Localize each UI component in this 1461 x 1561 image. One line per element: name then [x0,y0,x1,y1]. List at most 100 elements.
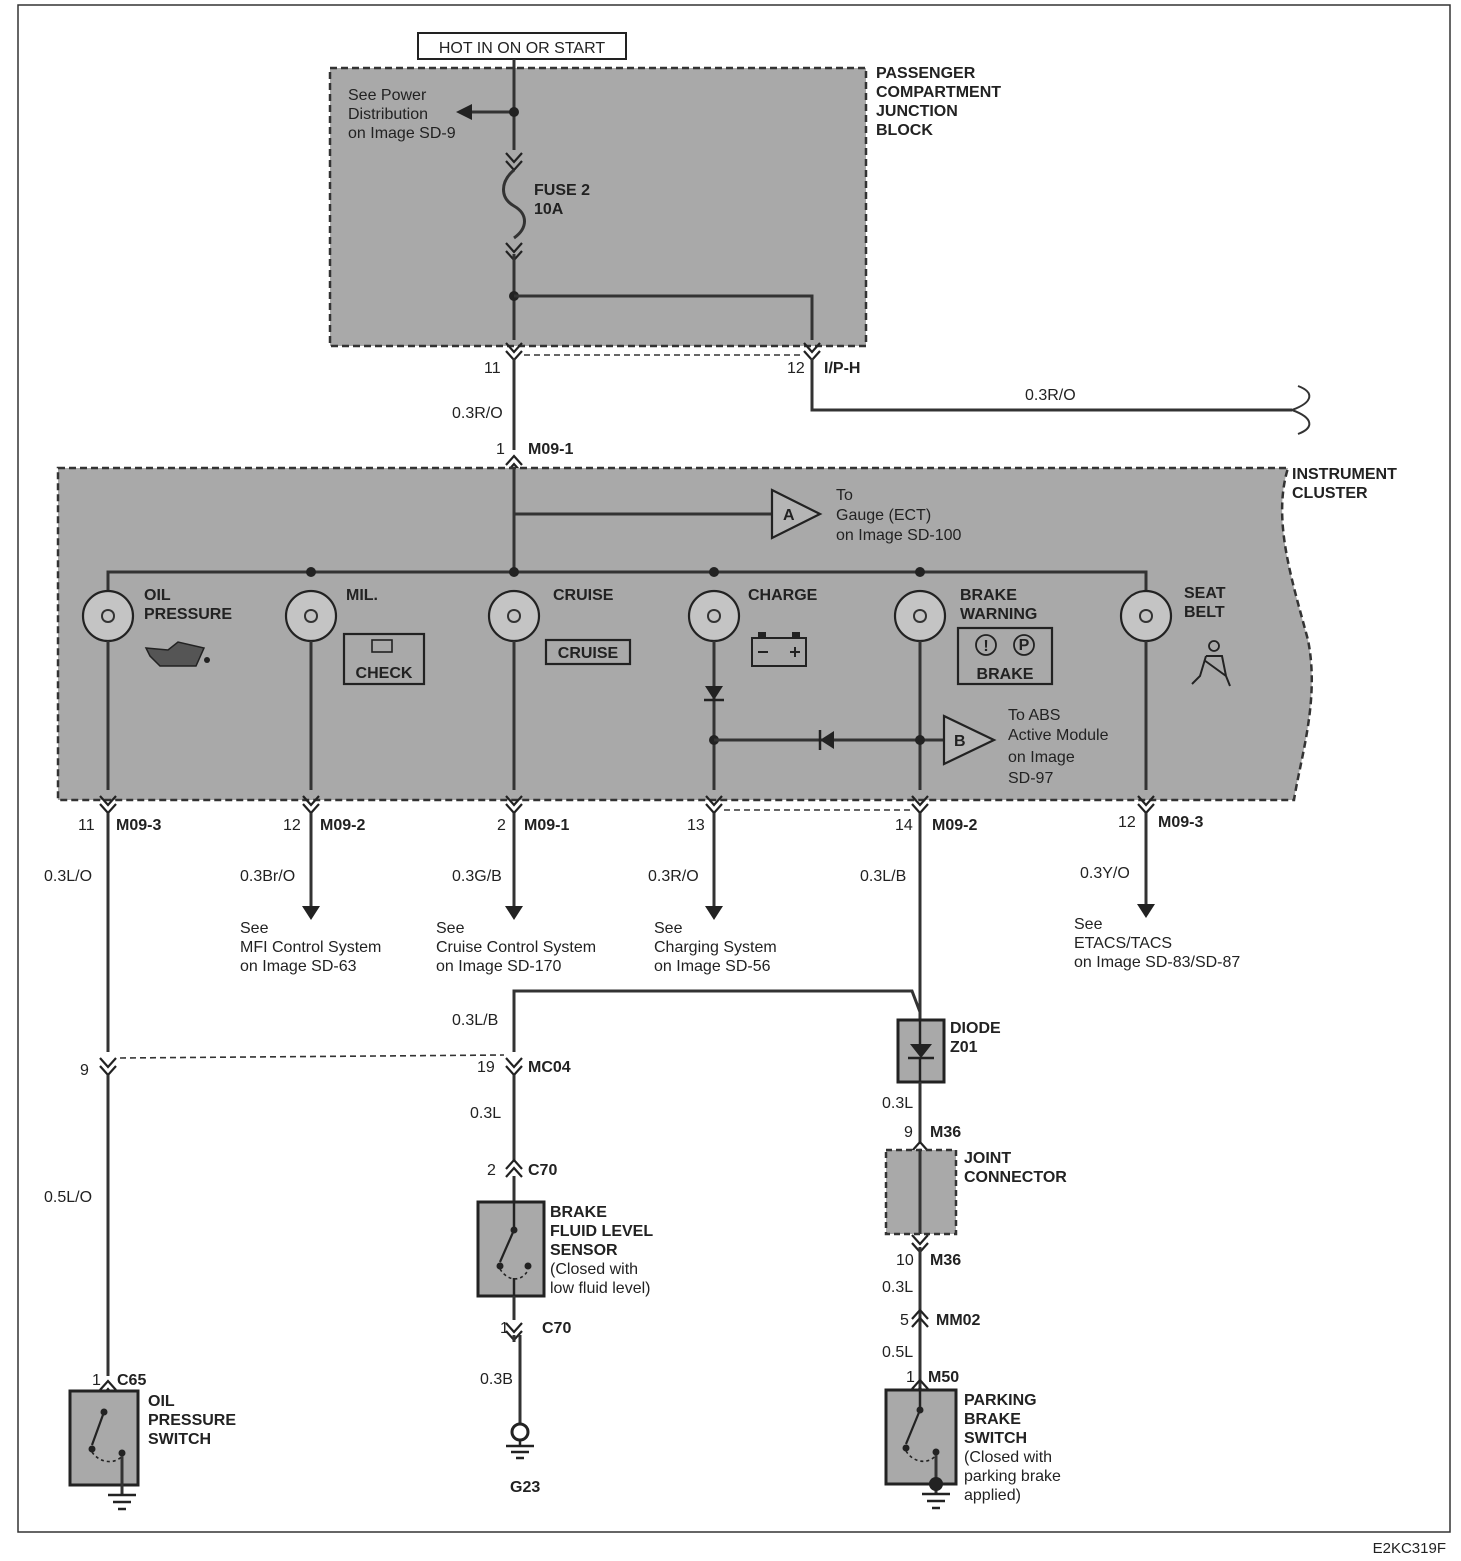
fuse-icon [502,168,526,240]
bf-sensor-label-3: SENSOR [550,1242,618,1259]
see-power-2: Distribution [348,106,428,123]
pb-diode-label-1: DIODE [950,1020,1001,1037]
out-6-see-2: ETACS/TACS [1074,935,1172,952]
bf-sensor-label-4: (Closed with [550,1261,638,1278]
pb-switch-label-2: BRAKE [964,1411,1021,1428]
pb-pin-m36-top: 9 [904,1124,913,1141]
power-header-box [417,32,627,60]
diode-icon [705,686,723,700]
out-2-see-3: on Image SD-63 [240,958,357,975]
lamp-seatbelt-label-2: BELT [1184,604,1225,621]
out-6-wire: 0.3Y/O [1080,865,1130,882]
power-header: HOT IN ON OR START [439,40,605,57]
brake-warning-lamp [893,589,947,643]
junction-block-name-4: BLOCK [876,122,933,139]
out-5-pin: 14 [895,817,913,834]
svg-text:P: P [1019,637,1030,654]
brake-fluid-level-sensor [476,1200,546,1298]
fuse-label-2: 10A [534,201,564,218]
seat-belt-icon [1191,640,1231,687]
out-4-see-3: on Image SD-56 [654,958,771,975]
bf-sensor-label-2: FLUID LEVEL [550,1223,653,1240]
oil-switch-label-3: SWITCH [148,1431,211,1448]
lamp-cruise-icon-text: CRUISE [558,645,619,662]
charge-lamp [687,589,741,643]
abs-ref-triangle [942,714,997,766]
junction-block: PASSENGER COMPARTMENT JUNCTION BLOCK See… [328,65,1001,348]
pb-diode-label-2: Z01 [950,1039,978,1056]
switch-contact-icon [496,1202,532,1296]
out-2-see-2: MFI Control System [240,939,381,956]
junction-block-name-1: PASSENGER [876,65,976,82]
pb-connector-m36-top: M36 [930,1124,961,1141]
bf-pin-c70-top: 2 [487,1162,496,1179]
seat-belt-lamp [1119,589,1173,643]
out-2-connector: M09-2 [320,817,365,834]
junction-block-name-2: COMPARTMENT [876,84,1001,101]
arrow-down-icon [1137,904,1155,918]
oil-switch-label-1: OIL [148,1393,175,1410]
pb-joint-label-1: JOINT [964,1150,1011,1167]
lamp-cruise-label: CRUISE [553,587,614,604]
bf-wire-mid: 0.3L [470,1105,501,1122]
arrow-down-icon [705,906,723,920]
see-power-3: on Image SD-9 [348,125,456,142]
pb-wire-b: 0.3L [882,1279,913,1296]
out-6-pin: 12 [1118,814,1136,831]
lamp-oil-label-2: PRESSURE [144,606,232,623]
abs-ref-3: on Image [1008,749,1075,766]
page-border [17,4,1451,1533]
lamp-brake-label-1: BRAKE [960,587,1017,604]
pb-joint-label-2: CONNECTOR [964,1169,1067,1186]
lamp-charge-label: CHARGE [748,587,818,604]
diode-icon [910,1044,932,1058]
ground-icon [922,1492,950,1510]
out-3-see-1: See [436,920,465,937]
jb-pin-right: 12 [787,360,805,377]
out-3-wire: 0.3G/B [452,868,502,885]
arrow-left-icon [456,104,472,120]
abs-ref-1: To ABS [1008,707,1060,724]
jb-connector: I/P-H [824,360,860,377]
pb-switch-label-1: PARKING [964,1392,1037,1409]
bf-pin-mc: 19 [477,1059,495,1076]
check-engine-icon [342,632,426,686]
lamp-oil-label-1: OIL [144,587,171,604]
gauge-ref-triangle [770,488,823,540]
wire-top-left: 0.3R/O [452,405,503,422]
out-3-connector: M09-1 [524,817,569,834]
arrow-down-icon [505,906,523,920]
bf-connector-c70-top: C70 [528,1162,557,1179]
jb-pin-left: 11 [484,360,501,377]
switch-contact-icon [88,1408,126,1463]
diode-icon [820,731,834,749]
out-4-wire: 0.3R/O [648,868,699,885]
out-3-see-3: on Image SD-170 [436,958,562,975]
figure-code: E2KC319F [1373,1540,1446,1557]
oil-can-icon [144,641,210,667]
ground-icon [108,1493,136,1511]
bf-connector-mc: MC04 [528,1059,571,1076]
switch-contact-icon [902,1390,940,1463]
pb-pin-m50: 1 [906,1369,915,1386]
ground-icon [506,1422,534,1460]
instrument-cluster: INSTRUMENT CLUSTER A To Gauge (ECT) on I… [56,466,1397,802]
arrow-down-icon [302,906,320,920]
gauge-ref-1: To [836,487,853,504]
cluster-name-2: CLUSTER [1292,485,1368,502]
pb-switch-label-5: parking brake [964,1468,1061,1485]
abs-ref-4: SD-97 [1008,770,1053,787]
cruise-lamp [487,589,541,643]
lamp-seatbelt-label-1: SEAT [1184,585,1226,602]
lamp-mil-label: MIL. [346,587,378,604]
fuse-label-1: FUSE 2 [534,182,590,199]
bf-ground-label: G23 [510,1479,540,1496]
pb-switch-label-3: SWITCH [964,1430,1027,1447]
battery-icon [751,632,807,667]
cruise-indicator-icon [544,638,632,666]
wire-break-icon [1291,385,1311,435]
out-5-connector: M09-2 [932,817,977,834]
oil-wire-lower: 0.5L/O [44,1189,92,1206]
cluster-input-pin: 1 [496,441,505,458]
